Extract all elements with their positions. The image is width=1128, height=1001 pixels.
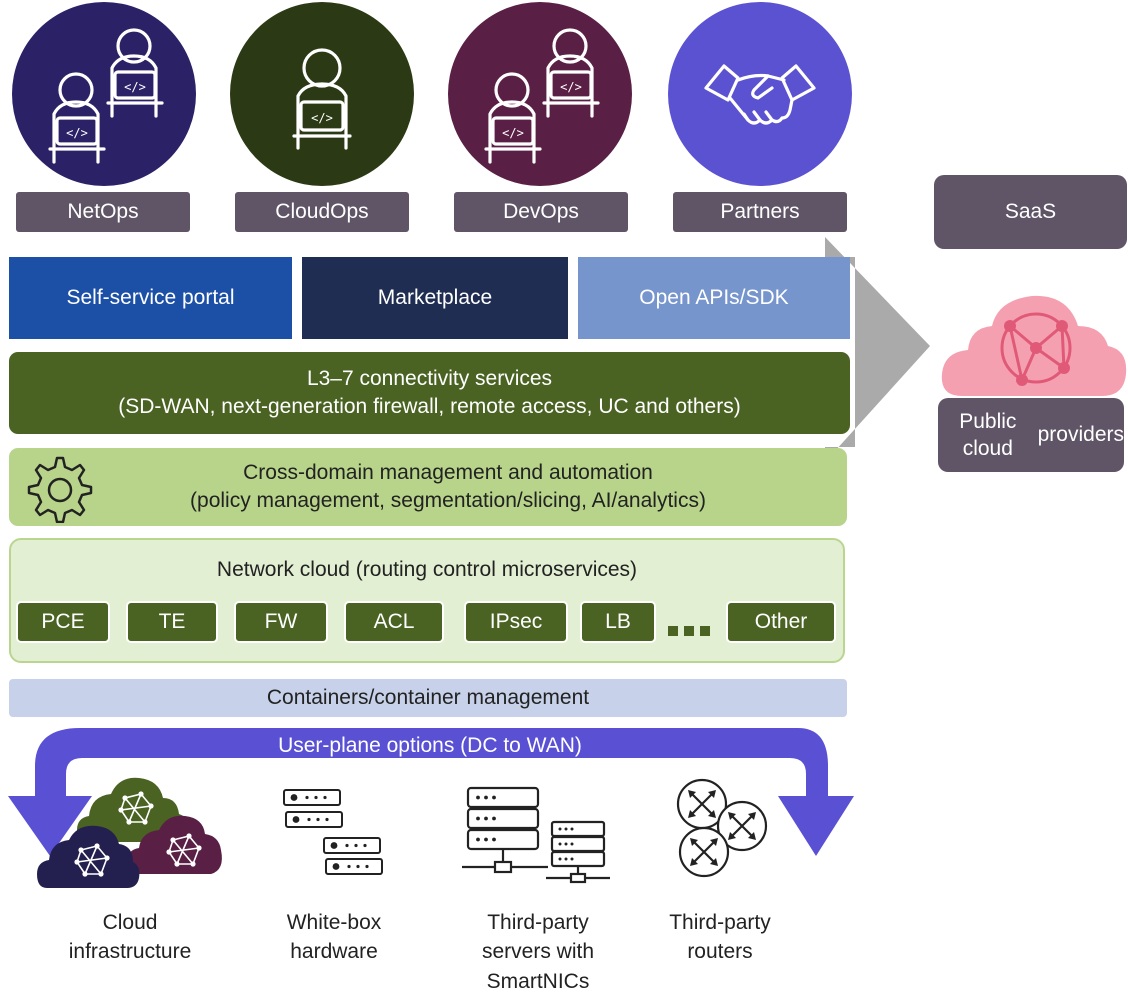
- saas-box: SaaS: [934, 175, 1127, 249]
- option-label-line: servers with: [481, 940, 595, 964]
- marketplace: Marketplace: [302, 257, 568, 339]
- option-label-line: Third-party: [487, 911, 589, 934]
- netops-circle: </> </>: [12, 2, 196, 186]
- option-label-line: Cloud: [102, 911, 158, 934]
- svg-text:</>: </>: [502, 126, 524, 140]
- more-ellipsis: [666, 626, 716, 638]
- svg-text:</>: </>: [66, 126, 88, 140]
- public-cloud-box: Public cloud providers: [938, 398, 1124, 472]
- service-acl: ACL: [344, 601, 444, 643]
- service-te: TE: [126, 601, 218, 643]
- open-apis-sdk: Open APIs/SDK: [578, 257, 850, 339]
- connectivity-subtitle: (SD-WAN, next-generation firewall, remot…: [118, 395, 741, 418]
- user-plane-label: User-plane options (DC to WAN): [278, 734, 582, 757]
- network-cloud-title: Network cloud (routing control microserv…: [216, 558, 638, 581]
- svg-text:</>: </>: [560, 80, 582, 94]
- containers-band: Containers/container management: [9, 679, 847, 717]
- option-label-whitebox: White-box hardware: [254, 908, 414, 967]
- two-developers-icon: </> </>: [484, 28, 600, 164]
- svg-text:</>: </>: [311, 111, 333, 125]
- self-service-portal: Self-service portal: [9, 257, 292, 339]
- service-other: Other: [726, 601, 836, 643]
- cloud-infrastructure-icon: [37, 777, 222, 888]
- option-label-line: SmartNICs: [486, 969, 590, 993]
- white-box-icon: [283, 789, 383, 875]
- persona-label-partners: Partners: [673, 192, 847, 232]
- management-title: Cross-domain management and automation: [243, 460, 653, 484]
- option-label-line: infrastructure: [68, 940, 192, 964]
- option-label-servers: Third-party servers with SmartNICs: [450, 908, 626, 996]
- option-label-routers: Third-party routers: [640, 908, 800, 967]
- user-plane-arrow: [8, 728, 854, 856]
- option-label-line: routers: [687, 940, 753, 964]
- servers-icon: [462, 786, 610, 884]
- gear-icon: [27, 456, 93, 523]
- service-ipsec: IPsec: [464, 601, 568, 643]
- svg-text:</>: </>: [124, 80, 146, 94]
- routers-icon: [676, 778, 768, 878]
- option-label-line: hardware: [290, 940, 378, 964]
- service-pce: PCE: [16, 601, 110, 643]
- option-label-line: White-box: [286, 911, 382, 934]
- persona-label-devops: DevOps: [454, 192, 628, 232]
- cloudops-circle: </>: [230, 2, 414, 186]
- devops-circle: </> </>: [448, 2, 632, 186]
- partners-circle: [668, 2, 852, 186]
- connectivity-services: L3–7 connectivity services (SD-WAN, next…: [9, 352, 850, 434]
- cloud-network-icon: [941, 295, 1127, 396]
- option-label-line: Third-party: [669, 911, 771, 934]
- persona-label-cloudops: CloudOps: [235, 192, 409, 232]
- two-developers-icon: </> </>: [48, 28, 164, 164]
- public-cloud-line2: providers: [1037, 423, 1124, 447]
- public-cloud-line1: Public cloud: [959, 409, 1017, 460]
- connectivity-title: L3–7 connectivity services: [306, 366, 553, 390]
- service-fw: FW: [234, 601, 328, 643]
- management-subtitle: (policy management, segmentation/slicing…: [190, 489, 706, 512]
- handshake-icon: [704, 64, 816, 125]
- management-automation: Cross-domain management and automation (…: [9, 448, 847, 526]
- developer-icon: </>: [292, 48, 352, 150]
- persona-label-netops: NetOps: [16, 192, 190, 232]
- service-lb: LB: [580, 601, 656, 643]
- option-label-cloud: Cloud infrastructure: [30, 908, 230, 967]
